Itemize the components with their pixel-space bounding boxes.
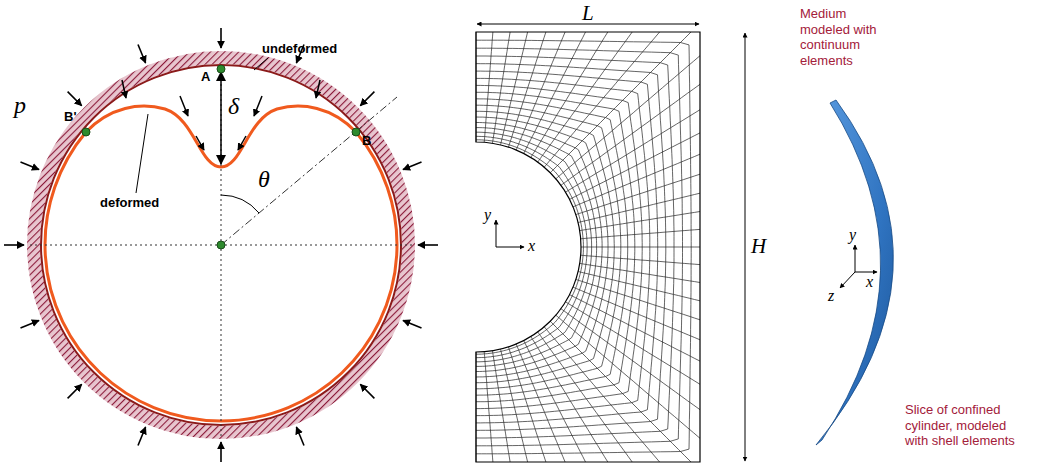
point-label: B xyxy=(362,134,371,149)
pressure-arrow xyxy=(403,162,422,170)
figure-label: deformed xyxy=(100,196,159,211)
pressure-arrow xyxy=(4,244,24,246)
pressure-arrow xyxy=(21,320,40,328)
dimension-label: δ xyxy=(228,93,239,121)
dimension-arrow xyxy=(745,33,746,461)
angle-label: θ xyxy=(258,166,270,194)
pressure-arrow xyxy=(403,320,422,328)
pressure-arrow xyxy=(360,92,374,106)
point-label: B' xyxy=(64,110,76,125)
axis-label: y xyxy=(484,206,491,224)
pressure-arrows xyxy=(4,28,438,462)
coordinate-axes xyxy=(496,220,524,247)
vertical-axis xyxy=(221,69,222,437)
pressure-arrow xyxy=(138,45,146,64)
point-label: A xyxy=(201,70,210,85)
shell-slice xyxy=(816,100,893,445)
mesh-border xyxy=(476,32,700,462)
pressure-arrow xyxy=(138,427,146,446)
delta-arrow xyxy=(220,72,222,164)
pressure-arrow xyxy=(418,244,438,246)
pressure-arrow xyxy=(296,427,304,446)
axis-label: x xyxy=(866,273,873,291)
axis-label: z xyxy=(828,287,834,305)
axis-label: x xyxy=(528,237,535,255)
pressure-arrow xyxy=(220,28,222,48)
pressure-arrow xyxy=(68,384,82,398)
load-arrows xyxy=(122,80,320,150)
annotation-note: Slice of confined cylinder, modeled with… xyxy=(905,402,1030,449)
pressure-arrow xyxy=(360,384,374,398)
point-markers xyxy=(82,65,360,249)
angle-line xyxy=(221,97,397,245)
dimension-label: H xyxy=(751,234,766,258)
angle-arc xyxy=(221,195,259,213)
finite-element-mesh xyxy=(476,32,700,462)
load-symbol: p xyxy=(14,92,26,120)
figure-label: undeformed xyxy=(262,42,337,57)
pressure-arrow xyxy=(21,162,40,170)
pressure-arrow xyxy=(68,92,82,106)
leader-line xyxy=(136,114,148,193)
dimension-label: L xyxy=(582,1,594,25)
pressure-arrow xyxy=(220,442,222,462)
annotation-note: Medium modeled with continuum elements xyxy=(800,6,892,68)
axis-label: y xyxy=(849,226,856,244)
confining-ring xyxy=(34,58,409,433)
leader-line xyxy=(254,58,268,70)
